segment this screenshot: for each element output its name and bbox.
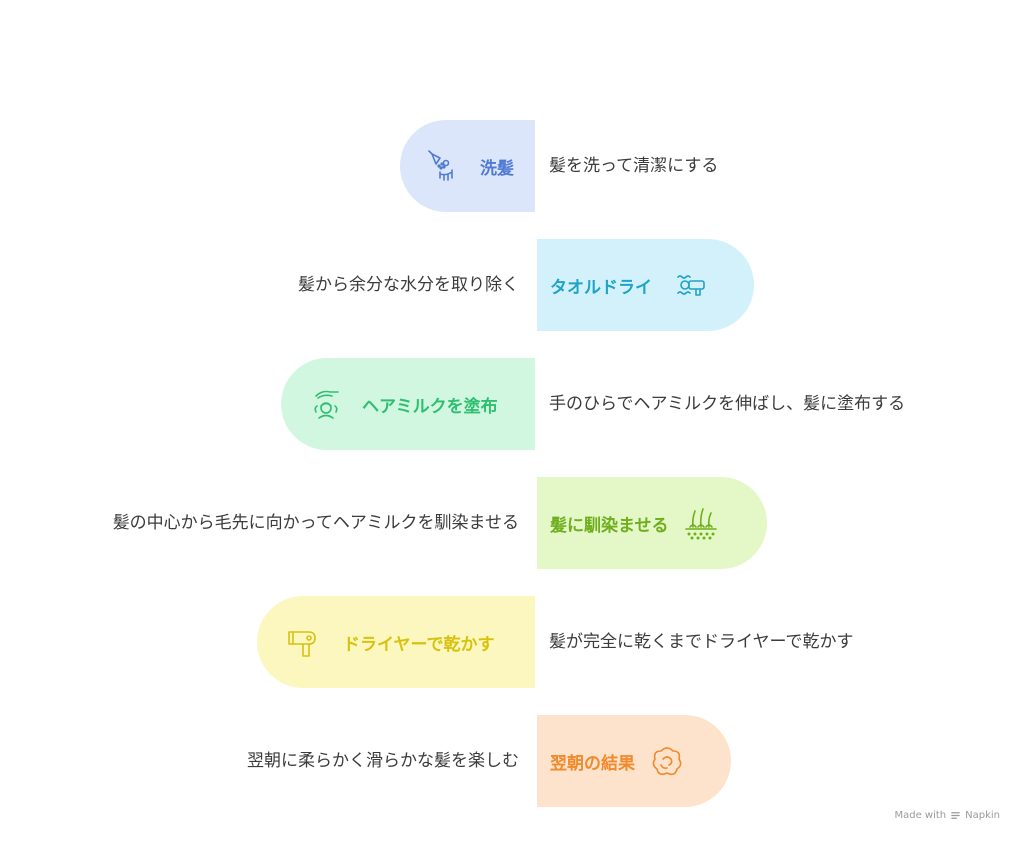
fluffy-cloud-icon	[649, 743, 685, 779]
step-pill-apply-milk: ヘアミルクを塗布	[281, 358, 535, 450]
hair-dryer-icon	[285, 624, 321, 660]
hair-dryer-waves-icon	[674, 267, 710, 303]
step-description: 髪の中心から毛先に向かってヘアミルクを馴染ませる	[112, 513, 519, 533]
step-label: 翌朝の結果	[550, 753, 635, 774]
step-pill-blend-in: 髪に馴染ませる	[537, 477, 767, 569]
watermark-prefix: Made with	[894, 810, 947, 821]
step-label: ドライヤーで乾かす	[343, 634, 495, 655]
shower-icon	[426, 148, 462, 184]
step-pill-next-morning: 翌朝の結果	[537, 715, 731, 807]
step-description: 髪が完全に乾くまでドライヤーで乾かす	[549, 632, 854, 652]
step-pill-towel-dry: タオルドライ	[537, 239, 754, 331]
step-label: 髪に馴染ませる	[550, 515, 669, 536]
napkin-logo-icon	[951, 812, 960, 819]
step-pill-wash: 洗髪	[400, 120, 535, 212]
hand-applying-icon	[308, 386, 344, 422]
step-description: 翌朝に柔らかく滑らかな髪を楽しむ	[247, 751, 519, 771]
watermark-brand: Napkin	[965, 810, 1000, 821]
step-description: 髪から余分な水分を取り除く	[298, 275, 519, 295]
step-description: 手のひらでヘアミルクを伸ばし、髪に塗布する	[549, 394, 906, 414]
step-label: タオルドライ	[550, 277, 652, 298]
step-pill-blow-dry: ドライヤーで乾かす	[257, 596, 535, 688]
step-label: 洗髪	[480, 158, 514, 179]
step-description: 髪を洗って清潔にする	[549, 156, 719, 176]
step-label: ヘアミルクを塗布	[362, 396, 498, 417]
hair-follicle-icon	[683, 505, 719, 541]
watermark: Made with Napkin	[894, 810, 1000, 821]
